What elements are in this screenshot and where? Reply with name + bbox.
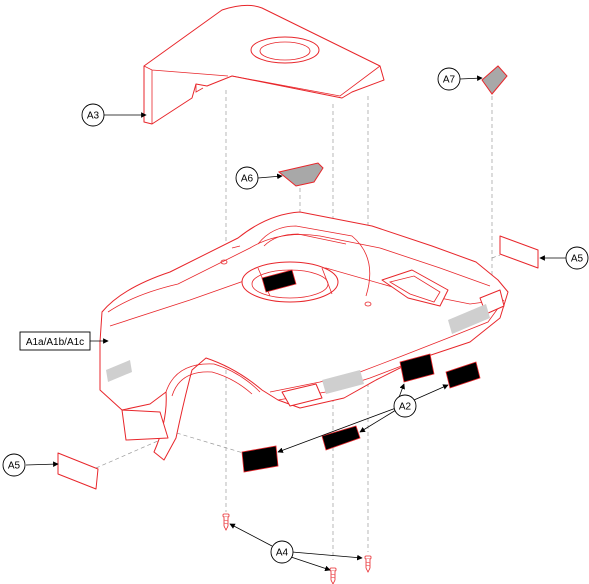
callout-a4-label: A4 — [276, 548, 289, 559]
callout-a7-label: A7 — [443, 75, 456, 86]
leader-lines — [25, 75, 566, 572]
callout-a5-left-label: A5 — [8, 461, 21, 472]
decal-a2-center — [261, 269, 297, 293]
callout-a2: A2 — [393, 394, 417, 418]
callout-a3: A3 — [81, 103, 105, 127]
callout-a5-right-label: A5 — [571, 254, 584, 265]
rear-shroud-cover — [143, 4, 385, 125]
callout-a7: A7 — [437, 67, 461, 91]
reflector-a6 — [277, 162, 324, 187]
callout-a5-right: A5 — [565, 246, 589, 270]
callout-a1-label: A1a/A1b/A1c — [26, 337, 84, 348]
callout-a4: A4 — [270, 540, 294, 564]
callout-a5-left: A5 — [2, 453, 26, 477]
reflector-a7 — [481, 65, 508, 95]
callout-a6-label: A6 — [241, 174, 254, 185]
reflector-a5-left — [57, 452, 99, 490]
main-shroud — [99, 211, 509, 461]
decal-a2 — [241, 353, 481, 473]
callout-a1: A1a/A1b/A1c — [19, 331, 91, 351]
callout-a3-label: A3 — [87, 111, 100, 122]
callout-a6: A6 — [235, 166, 259, 190]
reflector-a5-right — [499, 235, 539, 269]
screw-a4 — [222, 513, 372, 584]
callout-a2-label: A2 — [399, 402, 412, 413]
